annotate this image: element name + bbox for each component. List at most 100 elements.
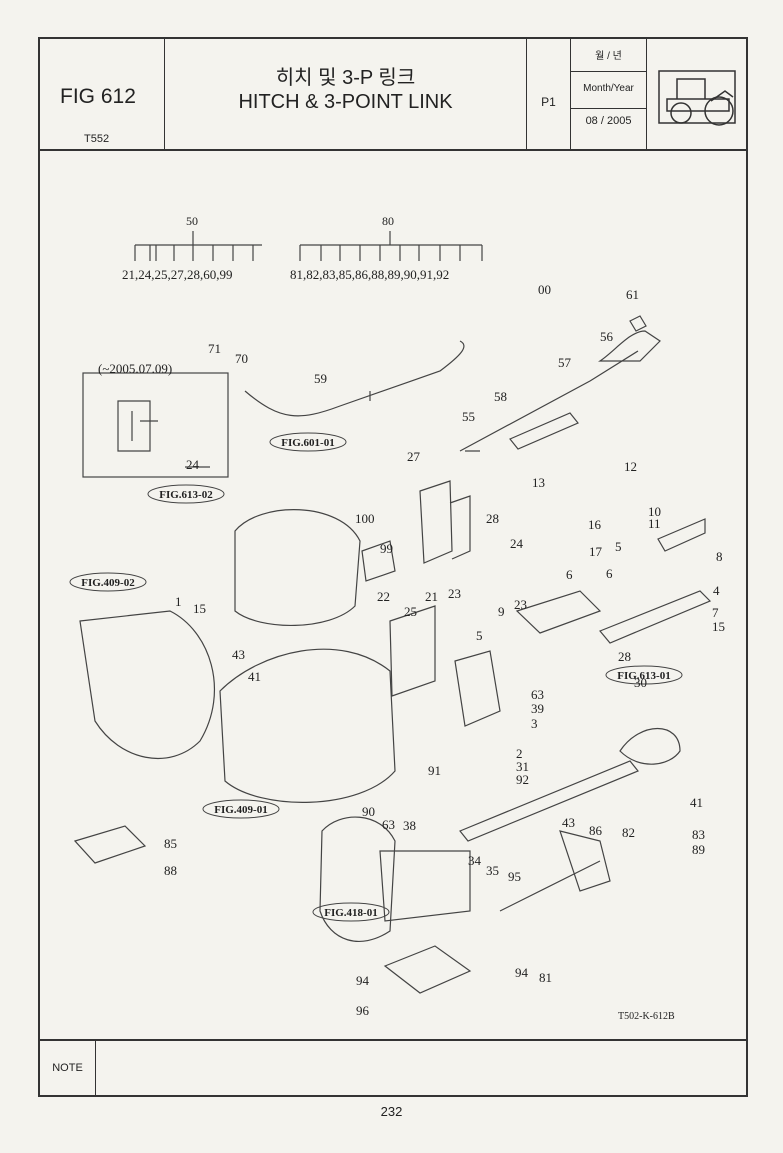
figure-reference-bubble[interactable]	[147, 484, 225, 504]
part-callout-number: 81	[539, 970, 552, 985]
part-callout-number: 23	[514, 597, 527, 612]
part-callout-number: 2	[516, 746, 523, 761]
part-callout-number: 82	[622, 825, 635, 840]
figure-reference-label[interactable]: FIG.601-01	[281, 437, 334, 449]
title-korean: 히치 및 3-P 링크	[275, 67, 416, 89]
part-callout-number: 86	[589, 823, 603, 838]
part-callout-number: 58	[494, 389, 507, 404]
part-callout-number: 28	[618, 649, 631, 664]
part-callout-number: 38	[403, 818, 416, 833]
part-callout-number: 17	[589, 544, 603, 559]
part-callout-number: 1	[175, 594, 182, 609]
figure-reference-label[interactable]: FIG.409-02	[81, 577, 135, 589]
group-50-label: 50	[186, 214, 198, 228]
part-callout-number: 57	[558, 355, 572, 370]
part-callout-number: 22	[377, 589, 390, 604]
part-callout-number: 30	[634, 675, 647, 690]
part-callout-number: 61	[626, 287, 639, 302]
date-value: 08 / 2005	[585, 115, 632, 127]
page-code: P1	[541, 95, 556, 109]
title-block: FIG 612 T552 히치 및 3-P 링크 HITCH & 3-POINT…	[40, 39, 746, 151]
part-callout-number: 34	[468, 853, 482, 868]
part-callout-number: 5	[615, 539, 622, 554]
parts-sheet: FIG 612 T552 히치 및 3-P 링크 HITCH & 3-POINT…	[38, 37, 748, 1097]
tractor-icon	[658, 70, 736, 126]
part-callout-number: 70	[235, 351, 248, 366]
figure-reference-bubble[interactable]	[269, 432, 347, 452]
part-callout-number: 15	[712, 619, 725, 634]
part-callout-number: 10	[648, 504, 661, 519]
part-callout-number: 23	[448, 586, 461, 601]
part-callout-number: 28	[486, 511, 499, 526]
month-year-label: Month/Year	[571, 72, 646, 109]
part-callout-number: 96	[356, 1003, 370, 1018]
part-callout-number: 85	[164, 836, 177, 851]
figure-reference-label[interactable]: FIG.613-02	[159, 489, 213, 501]
figure-reference-bubble[interactable]	[605, 665, 683, 685]
figure-reference-bubble[interactable]	[202, 799, 280, 819]
part-callout-number: 6	[566, 567, 573, 582]
figure-reference-label[interactable]: FIG.613-01	[617, 670, 670, 682]
part-callout-number: 56	[600, 329, 614, 344]
part-callout-number: 24	[186, 457, 200, 472]
part-callout-number: 35	[486, 863, 499, 878]
part-callout-number: 5	[476, 628, 483, 643]
page-number: 232	[380, 1104, 403, 1119]
part-callout-number: 92	[516, 772, 529, 787]
part-callout-number: 95	[508, 869, 521, 884]
group-50-bracket	[134, 231, 262, 261]
part-callout-number: 25	[404, 604, 417, 619]
part-callout-number: 31	[516, 759, 529, 774]
part-callout-number: 21	[425, 589, 438, 604]
tractor-thumbnail-cell	[647, 39, 746, 149]
part-callout-number: 71	[208, 341, 221, 356]
part-callout-number: 12	[624, 459, 637, 474]
inset-label: (~2005.07.09)	[98, 361, 172, 376]
note-row: NOTE	[40, 1039, 746, 1095]
part-callout-number: 41	[690, 795, 703, 810]
model-number: T552	[84, 133, 110, 145]
figure-reference-label[interactable]: FIG.409-01	[214, 804, 267, 816]
part-callout-number: 89	[692, 842, 705, 857]
part-callout-number: 11	[648, 516, 661, 531]
page-cell: P1	[527, 39, 571, 149]
exploded-diagram: 50 21,24,25,27,28,60,99 80 81,82,83,85,8…	[69, 214, 725, 1022]
part-callout-number: 99	[380, 541, 393, 556]
part-callout-number: 59	[314, 371, 327, 386]
part-callout-number: 43	[232, 647, 245, 662]
note-label: NOTE	[40, 1041, 96, 1095]
part-callout-number: 41	[248, 669, 261, 684]
part-callout-number: 3	[531, 716, 538, 731]
figure-number: FIG 612	[60, 85, 136, 108]
part-callout-number: 6	[606, 566, 613, 581]
inset-box	[82, 372, 229, 478]
part-callout-number: 4	[713, 583, 720, 598]
group-80-parts: 81,82,83,85,86,88,89,90,91,92	[290, 267, 449, 282]
month-year-korean: 월 / 년	[571, 47, 646, 72]
group-50-parts: 21,24,25,27,28,60,99	[122, 267, 233, 282]
part-callout-number: 91	[428, 763, 441, 778]
figure-reference-bubble[interactable]	[312, 902, 390, 922]
part-callout-number: 90	[362, 804, 375, 819]
diagram-labels: 50 21,24,25,27,28,60,99 80 81,82,83,85,8…	[69, 214, 725, 1022]
date-cell: 월 / 년 Month/Year 08 / 2005	[571, 39, 647, 149]
part-callout-number: 100	[355, 511, 375, 526]
part-callout-number: 27	[407, 449, 421, 464]
part-callout-number: 00	[538, 282, 551, 297]
part-callout-number: 43	[562, 815, 575, 830]
group-80-label: 80	[382, 214, 394, 228]
figure-reference-label[interactable]: FIG.418-01	[324, 907, 377, 919]
part-callout-number: 15	[193, 601, 206, 616]
part-callout-number: 8	[716, 549, 723, 564]
part-callout-number: 94	[356, 973, 370, 988]
part-callout-number: 94	[515, 965, 529, 980]
part-callout-number: 13	[532, 475, 545, 490]
part-callout-number: 7	[712, 605, 719, 620]
figure-cell: FIG 612 T552	[40, 39, 165, 149]
part-callout-number: 9	[498, 604, 505, 619]
drawing-code: T502-K-612B	[618, 1011, 675, 1022]
part-callout-number: 63	[531, 687, 544, 702]
figure-reference-bubble[interactable]	[69, 572, 147, 592]
title-english: HITCH & 3-POINT LINK	[238, 91, 453, 113]
part-callout-number: 55	[462, 409, 475, 424]
